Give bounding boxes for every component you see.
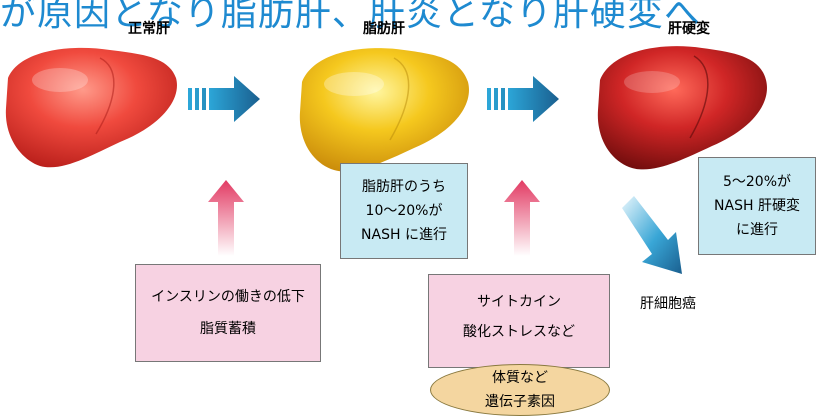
insulin-cause-box: インスリンの働きの低下 脂質蓄積: [135, 264, 321, 362]
normal-liver-label: 正常肝: [128, 21, 170, 37]
normal-liver-illustration: [5, 47, 177, 168]
fatty-progression-line-2: 10〜20%が: [365, 203, 443, 219]
fatty-liver-illustration: [299, 48, 469, 172]
insulin-cause-line-2: 脂質蓄積: [200, 321, 256, 337]
cirrhosis-liver-illustration: [597, 46, 767, 170]
fatty-progression-line-3: NASH に進行: [361, 227, 447, 243]
fatty-progression-line-1: 脂肪肝のうち: [362, 179, 446, 195]
cirrhosis-progression-line-3: に進行: [736, 222, 778, 238]
cirrhosis-progression-line-2: NASH 肝硬変: [714, 198, 800, 214]
fatty-liver-label: 脂肪肝: [363, 21, 405, 37]
cirrhosis-liver-label: 肝硬変: [668, 21, 710, 37]
insulin-cause-line-1: インスリンの働きの低下: [151, 289, 305, 305]
progression-arrow-fatty-to-cirrhosis: [487, 76, 559, 122]
constitution-line-2: 遺伝子素因: [485, 394, 555, 410]
constitution-oval: 体質など 遺伝子素因: [430, 364, 610, 416]
page-banner-title: が原因となり脂肪肝、肝炎となり肝硬変へ: [0, 0, 701, 34]
cytokine-cause-line-1: サイトカイン: [477, 294, 561, 310]
progression-arrow-to-cancer: [622, 196, 682, 274]
cytokine-cause-box: サイトカイン 酸化ストレスなど: [428, 274, 610, 368]
cirrhosis-progression-line-1: 5〜20%が: [722, 174, 792, 190]
cytokine-cause-line-2: 酸化ストレスなど: [463, 324, 575, 340]
fatty-progression-box: 脂肪肝のうち 10〜20%が NASH に進行: [340, 163, 468, 259]
hepatocellular-carcinoma-label: 肝細胞癌: [640, 296, 696, 312]
cause-arrow-insulin: [208, 180, 244, 256]
constitution-line-1: 体質など: [492, 370, 548, 386]
cirrhosis-progression-box: 5〜20%が NASH 肝硬変 に進行: [698, 157, 816, 255]
cause-arrow-cytokine: [504, 180, 540, 256]
progression-arrow-normal-to-fatty: [188, 76, 260, 122]
